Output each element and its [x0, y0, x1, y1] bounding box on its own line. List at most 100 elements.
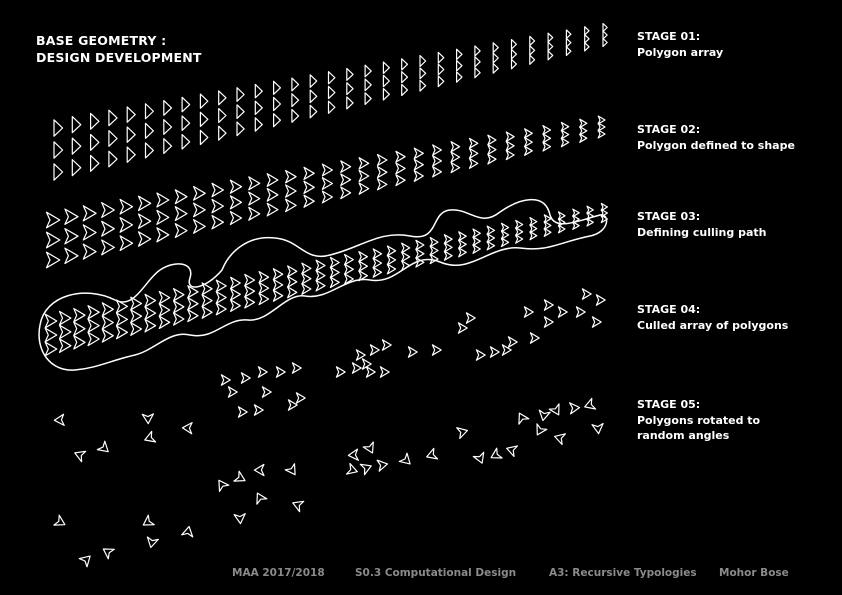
path-polygon: [486, 233, 496, 243]
rotated-polygon: [538, 409, 551, 422]
stage-03-heading: STAGE 03:: [637, 210, 701, 223]
stage-01-polygon-array: [53, 22, 608, 181]
triangle-polygon: [181, 96, 191, 113]
culled-polygon: [237, 406, 248, 418]
path-polygon: [529, 217, 538, 227]
path-polygon: [187, 297, 199, 311]
triangle-polygon: [126, 106, 136, 123]
triangle-polygon: [529, 54, 536, 65]
rotated-polygon: [506, 445, 519, 458]
path-polygon: [443, 250, 453, 261]
stage-05-rotated-polygons: [53, 397, 604, 568]
triangle-polygon: [565, 29, 572, 40]
shaped-polygon: [524, 128, 533, 139]
path-polygon: [557, 224, 566, 234]
rotated-polygon: [292, 500, 305, 513]
shaped-polygon: [321, 163, 333, 177]
path-polygon: [144, 293, 157, 308]
triangle-polygon: [126, 146, 136, 163]
path-polygon: [515, 227, 524, 237]
stage-01-heading: STAGE 01:: [637, 30, 701, 43]
path-polygon: [372, 248, 383, 260]
path-polygon: [486, 225, 496, 236]
shaped-polygon: [193, 185, 206, 201]
triangle-polygon: [382, 74, 390, 88]
triangle-polygon: [163, 99, 173, 116]
path-polygon: [600, 214, 608, 224]
culled-polygon: [543, 316, 554, 328]
triangle-polygon: [547, 32, 554, 43]
path-polygon: [500, 237, 510, 248]
path-polygon: [401, 260, 411, 271]
path-polygon: [329, 276, 340, 289]
triangle-polygon: [437, 75, 445, 88]
culled-polygon: [355, 349, 366, 361]
path-polygon: [301, 262, 312, 275]
triangle-polygon: [382, 88, 390, 101]
shaped-polygon: [137, 195, 152, 212]
shaped-polygon: [560, 121, 570, 132]
shaped-polygon: [82, 205, 97, 222]
shaped-polygon: [487, 144, 497, 155]
triangle-polygon: [108, 130, 118, 147]
shaped-polygon: [82, 224, 97, 241]
rotated-polygon: [181, 525, 194, 538]
triangle-polygon: [437, 63, 445, 76]
triangle-polygon: [602, 22, 608, 33]
path-polygon: [73, 307, 86, 323]
path-polygon: [287, 265, 298, 278]
triangle-polygon: [163, 138, 173, 155]
shaped-polygon: [321, 190, 333, 204]
culled-polygon: [557, 306, 568, 318]
culled-polygon: [457, 322, 468, 334]
rotated-polygon: [548, 403, 560, 416]
title-line-1: BASE GEOMETRY :: [36, 33, 167, 48]
path-polygon: [486, 240, 496, 251]
path-polygon: [115, 325, 128, 340]
rotated-polygon: [359, 463, 372, 476]
shaped-polygon: [211, 198, 224, 214]
culled-polygon: [335, 366, 346, 378]
shaped-polygon: [505, 149, 515, 161]
title-line-2: DESIGN DEVELOPMENT: [36, 49, 202, 65]
triangle-polygon: [273, 96, 282, 112]
triangle-polygon: [401, 58, 409, 71]
triangle-polygon: [602, 30, 608, 40]
stage-04-description: Culled array of polygons: [637, 318, 789, 332]
triangle-polygon: [327, 85, 336, 100]
triangle-polygon: [346, 96, 354, 110]
triangle-polygon: [236, 87, 245, 102]
path-polygon: [244, 273, 256, 287]
rotated-polygon: [233, 470, 246, 482]
path-polygon: [458, 239, 467, 250]
shaped-polygon: [542, 125, 552, 135]
rotated-polygon: [141, 413, 154, 425]
path-polygon: [529, 231, 538, 241]
stage-03-description: Defining culling path: [637, 225, 767, 239]
path-polygon: [458, 247, 467, 258]
culled-polygon: [257, 366, 268, 378]
shaped-polygon: [45, 251, 61, 269]
shaped-polygon: [321, 177, 333, 190]
path-polygon: [458, 231, 467, 242]
triangle-polygon: [584, 42, 590, 52]
stage-03-label: STAGE 03: Defining culling path: [637, 209, 766, 240]
shaped-polygon: [505, 131, 515, 142]
path-polygon: [401, 242, 411, 254]
path-polygon: [301, 283, 312, 295]
triangle-polygon: [364, 64, 372, 78]
triangle-polygon: [236, 121, 245, 137]
path-polygon: [158, 315, 171, 330]
rotated-polygon: [490, 447, 503, 459]
culled-polygon: [381, 339, 392, 351]
shaped-polygon: [174, 206, 188, 222]
culled-polygon: [489, 346, 500, 358]
rotated-polygon: [376, 459, 389, 472]
shaped-polygon: [505, 140, 515, 152]
shaped-polygon: [395, 174, 406, 187]
stage-04-culled-polygons: [220, 288, 606, 418]
path-polygon: [472, 228, 481, 239]
shaped-polygon: [395, 162, 406, 175]
footer-program: MAA 2017/2018: [232, 567, 325, 579]
shaped-polygon: [432, 155, 442, 167]
